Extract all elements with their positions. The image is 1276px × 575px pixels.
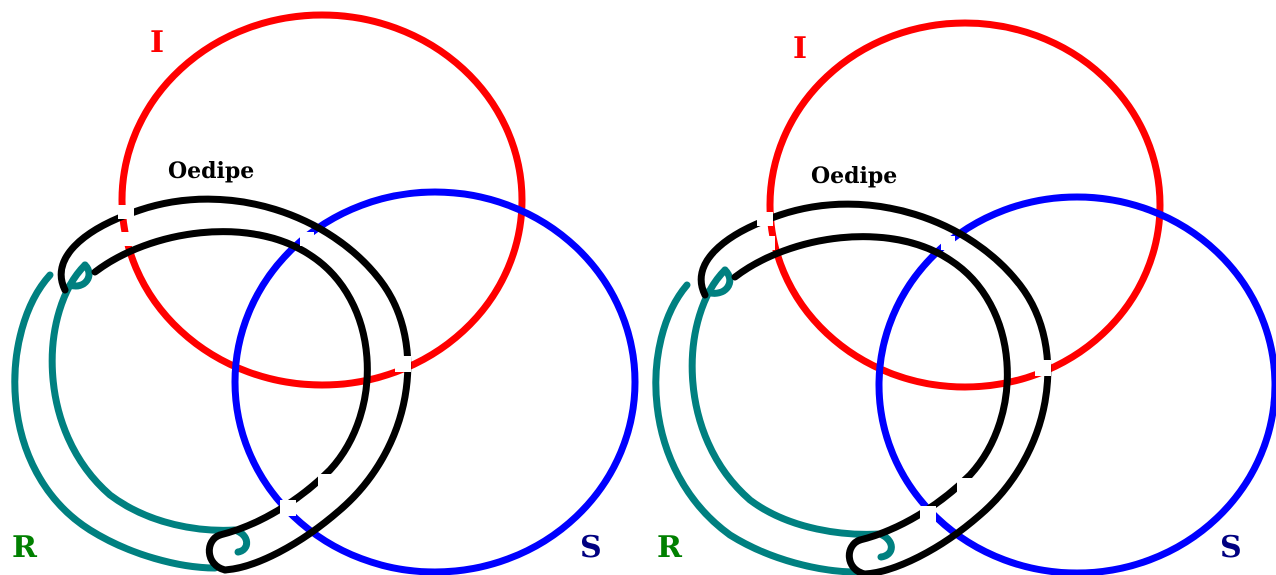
right-crossing-gaps [757,212,1051,522]
label-imaginary: I [793,31,807,66]
label-real: R [12,530,38,565]
symbolic-ring [875,193,1276,575]
imaginary-ring [118,11,526,389]
left-diagram: I Oedipe R S [11,11,639,575]
label-oedipe: Oedipe [811,163,897,189]
label-imaginary: I [150,25,164,60]
symbolic-ring [231,188,639,575]
real-ring [652,266,895,575]
label-oedipe: Oedipe [168,158,254,184]
right-diagram: I Oedipe R S [652,19,1276,575]
left-crossing-gaps [118,205,411,516]
oedipe-ring [697,200,1052,575]
label-symbolic: S [1220,530,1242,565]
label-symbolic: S [580,530,602,565]
label-real: R [657,530,683,565]
imaginary-ring [766,19,1164,391]
real-ring [11,261,251,572]
